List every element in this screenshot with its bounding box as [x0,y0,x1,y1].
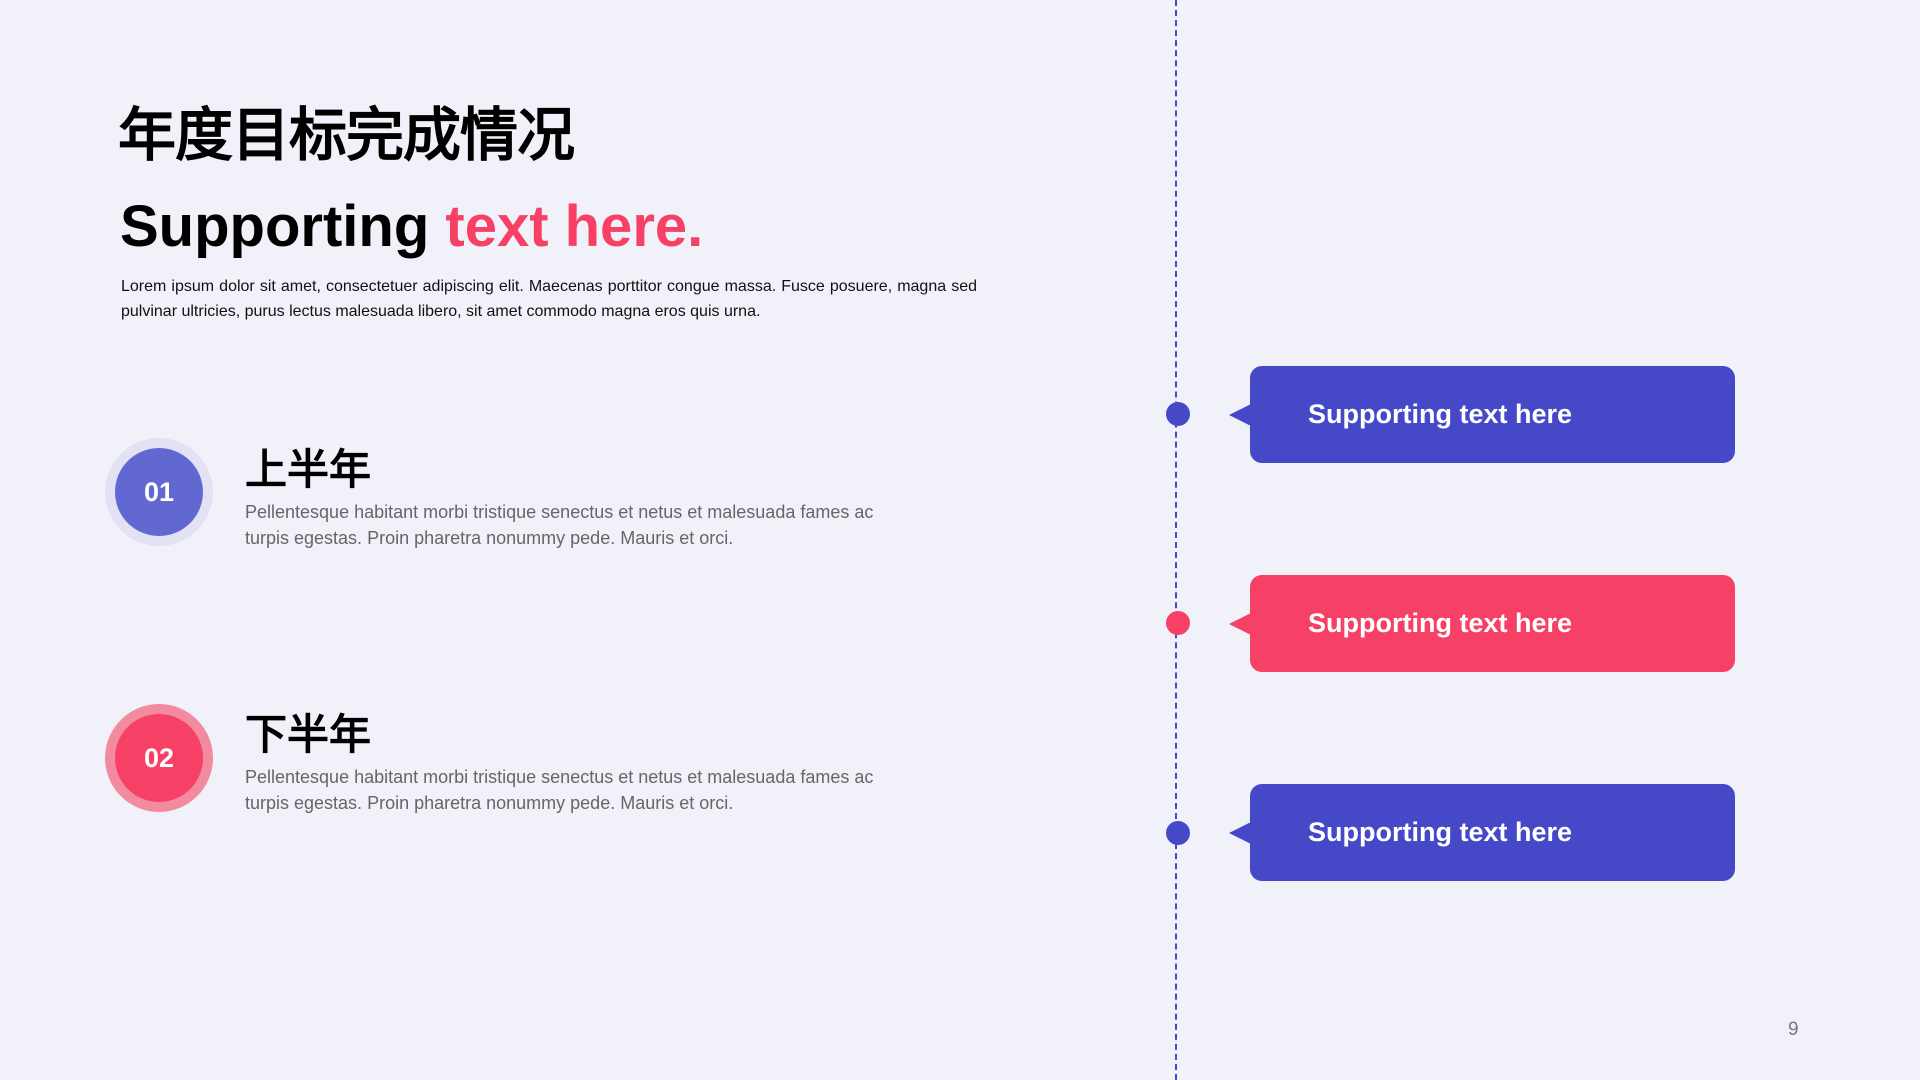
callout-label: Supporting text here [1308,817,1573,847]
number-badge-02: 02 [105,704,213,812]
item-heading-second-half: 下半年 [245,710,372,759]
timeline-dot [1166,402,1190,426]
callout-label: Supporting text here [1308,608,1573,638]
timeline-dot [1166,821,1190,845]
timeline-callout-1: Supporting text here [1229,366,1735,463]
item-description: Pellentesque habitant morbi tristique se… [245,767,874,813]
subtitle-highlight: text here. [445,194,704,259]
intro-paragraph: Lorem ipsum dolor sit amet, consectetuer… [121,278,977,320]
timeline-dot [1166,611,1190,635]
page-number: 9 [1788,1019,1799,1040]
subtitle: Supporting text here. [120,192,703,262]
number-badge-inner: 02 [115,714,203,802]
number-badge-01: 01 [105,438,213,546]
callout-label: Supporting text here [1308,399,1573,429]
item-description: Pellentesque habitant morbi tristique se… [245,502,874,548]
subtitle-main: Supporting [120,194,446,259]
timeline-dashed-line [1175,0,1177,1080]
timeline-callout-3: Supporting text here [1229,784,1735,881]
item-heading-first-half: 上半年 [245,445,372,494]
timeline-callout-2: Supporting text here [1229,575,1735,672]
page-title: 年度目标完成情况 [118,101,575,169]
number-badge-inner: 01 [115,448,203,536]
